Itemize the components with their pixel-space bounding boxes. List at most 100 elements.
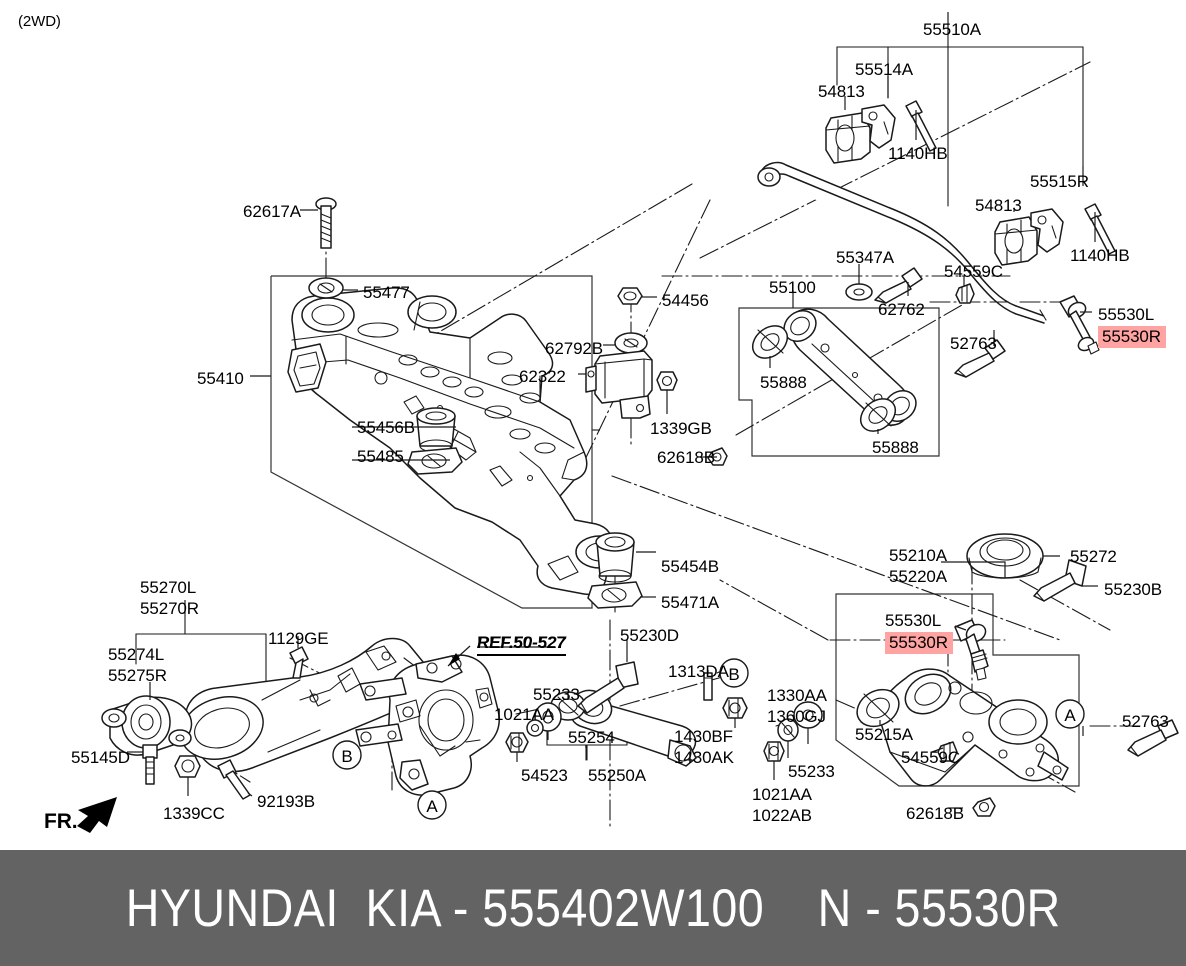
part-1140hb-bolt-2 (1084, 203, 1116, 255)
footer-text: HYUNDAI KIA - 555402W100 N - 55530R (125, 878, 1061, 938)
svg-text:B: B (341, 747, 352, 766)
part-label-1021aa: 1021AA (494, 705, 554, 724)
part-label-55210a: 55210A (889, 546, 948, 565)
part-label-54813: 54813 (975, 196, 1022, 215)
part-label-55510a: 55510A (923, 20, 982, 39)
part-label-55270r: 55270R (140, 599, 199, 618)
part-55230d-bolt (577, 661, 639, 714)
part-label-55100: 55100 (769, 278, 816, 297)
svg-text:A: A (1064, 706, 1076, 725)
part-1339gb-nut (656, 371, 678, 391)
part-label-55254: 55254 (568, 728, 615, 747)
part-52763-bolt-lower (1127, 719, 1179, 757)
part-1330aa-bushing (793, 701, 823, 729)
part-label-54559c: 54559C (901, 748, 960, 767)
part-label-55145d: 55145D (71, 748, 130, 767)
part-label-55220a: 55220A (889, 567, 948, 586)
footer-banner: HYUNDAI KIA - 555402W100 N - 55530R (0, 850, 1186, 966)
part-54559c-nut-lower (937, 741, 958, 762)
drive-type-label: (2WD) (18, 13, 61, 30)
reference-note-label: REF.50-527 (477, 633, 566, 656)
part-label-55272: 55272 (1070, 547, 1117, 566)
part-55477-washer (308, 277, 344, 299)
part-label-1430ak: 1430AK (674, 748, 734, 767)
part-label-62762: 62762 (878, 300, 925, 319)
svg-text:A: A (426, 797, 438, 816)
parts-diagram: .ln { fill:none; stroke:#1a1a1a; stroke-… (77, 12, 1179, 833)
part-label-55471a: 55471A (661, 593, 720, 612)
part-label-55230d: 55230D (620, 626, 679, 645)
part-label-62618b: 62618B (657, 448, 716, 467)
exploded-view-drawing: .ln { fill:none; stroke:#1a1a1a; stroke-… (77, 12, 1179, 833)
part-1313da-pin (703, 672, 713, 701)
part-54559c-nut-upper (955, 283, 975, 304)
part-label-1330aa: 1330AA (767, 686, 827, 705)
part-label-54456: 54456 (662, 291, 709, 310)
part-label-55514a: 55514A (855, 60, 914, 79)
part-1430bf-nut (722, 697, 748, 719)
part-label-62792b: 62792B (545, 339, 604, 358)
part-label-55530l: 55530L (1098, 305, 1155, 324)
part-label-1140hb: 1140HB (888, 144, 948, 163)
part-label-62322: 62322 (519, 367, 566, 386)
part-label-55515r: 55515R (1030, 172, 1089, 191)
balloon-a-lower-right: A (1055, 699, 1085, 729)
part-label-1140hb: 1140HB (1070, 246, 1130, 265)
part-62618b-nut-lower (972, 797, 996, 817)
part-label-55233: 55233 (788, 762, 835, 781)
part-label-55233: 55233 (533, 685, 580, 704)
part-label-54523: 54523 (521, 766, 568, 785)
part-label-1430bf: 1430BF (674, 727, 733, 746)
part-62322-bracket (585, 350, 653, 419)
balloon-b-center: B (719, 658, 749, 688)
part-54523-nut (505, 732, 529, 753)
leader-lines (127, 12, 1098, 809)
part-label-62618b: 62618B (906, 804, 965, 823)
part-label-1021aa: 1021AA (752, 785, 812, 804)
part-55100-upper-arm (783, 308, 917, 426)
part-62617a-bolt (315, 197, 337, 249)
part-stabilizer-bar (757, 161, 1047, 324)
fr-direction-arrow (77, 797, 117, 833)
part-label-55347a: 55347A (836, 248, 895, 267)
front-orientation-label: FR. (44, 810, 78, 833)
part-label-1360gj: 1360GJ (767, 707, 826, 726)
part-label-55275r: 55275R (108, 666, 167, 685)
part-label-55410: 55410 (197, 369, 244, 388)
part-92193b-bolt (217, 759, 251, 800)
part-label-55530r: 55530R (885, 632, 953, 654)
part-label-54813: 54813 (818, 82, 865, 101)
part-55515r-bracket (1030, 208, 1064, 253)
part-label-1129ge: 1129GE (268, 629, 329, 648)
part-55888-bushing-1 (751, 325, 789, 359)
balloon-b-knuckle: B (332, 740, 362, 770)
part-54813-bushing-left (825, 112, 871, 164)
part-label-55454b: 55454B (661, 557, 720, 576)
part-52763-bolt-upper (954, 339, 1006, 378)
part-55485-plate (407, 447, 463, 475)
part-label-1339gb: 1339GB (650, 419, 712, 438)
part-55888-bushing-2 (859, 398, 897, 432)
part-1339cc-nut (174, 755, 201, 778)
part-55410-subframe (287, 287, 625, 596)
group-box-55100 (738, 307, 940, 457)
part-label-1022ab: 1022AB (752, 806, 812, 825)
part-55530-stabilizer-link-lower (954, 619, 989, 681)
part-label-54559c: 54559C (944, 262, 1003, 281)
part-label-1339cc: 1339CC (163, 804, 225, 823)
part-label-55485: 55485 (357, 447, 404, 466)
part-62762-bolt (874, 267, 923, 304)
svg-text:B: B (728, 665, 739, 684)
part-55270-trailing-arm (180, 637, 435, 773)
part-label-55888: 55888 (872, 438, 919, 457)
part-1021aa-washer-2 (763, 741, 785, 762)
part-label-55274l: 55274L (108, 645, 165, 664)
part-label-55456b: 55456B (357, 418, 416, 437)
balloon-a-knuckle: A (417, 790, 447, 820)
part-55456b-bushing (416, 407, 456, 453)
part-label-55270l: 55270L (140, 578, 197, 597)
part-55145d-bolt (142, 744, 158, 785)
part-54456-nut (617, 287, 643, 305)
part-55454b-bushing (595, 532, 635, 583)
part-1129ge-bolt (289, 646, 309, 679)
